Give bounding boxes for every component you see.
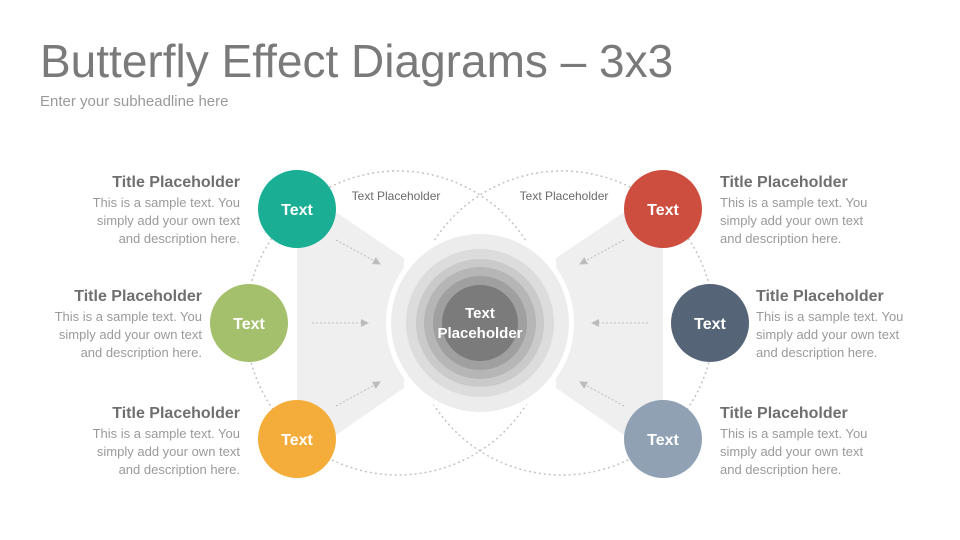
text-block-top-left: Title Placeholder This is a sample text.… <box>30 174 240 248</box>
wing-band-left <box>297 186 404 462</box>
block-line: and description here. <box>118 462 240 477</box>
node-circle-bottom-left <box>258 400 336 478</box>
node-label-bottom-left: Text <box>281 432 313 449</box>
node-label-top-left: Text <box>281 202 313 219</box>
block-line: This is a sample text. You <box>92 426 240 441</box>
wing-band-right <box>556 186 663 462</box>
block-line: simply add your own text <box>58 327 202 342</box>
block-title: Title Placeholder <box>756 288 884 305</box>
slide-subtitle: Enter your subheadline here <box>40 93 229 110</box>
block-title: Title Placeholder <box>720 405 848 422</box>
text-block-top-right: Title Placeholder This is a sample text.… <box>720 174 930 248</box>
block-line: simply add your own text <box>756 327 900 342</box>
block-line: and description here. <box>118 231 240 246</box>
slide-title: Butterfly Effect Diagrams – 3x3 <box>40 35 674 87</box>
center-label-line2: Placeholder <box>437 325 522 342</box>
block-line: and description here. <box>720 462 842 477</box>
block-line: simply add your own text <box>96 444 240 459</box>
center-core <box>442 285 518 361</box>
node-label-mid-right: Text <box>694 316 726 333</box>
block-line: simply add your own text <box>96 213 240 228</box>
center-label-line1: Text <box>465 305 495 322</box>
node-circle-mid-left <box>210 284 288 362</box>
arrow-bottom-right <box>579 381 625 407</box>
block-title: Title Placeholder <box>74 288 202 305</box>
block-title: Title Placeholder <box>112 174 240 191</box>
node-circle-top-right <box>624 170 702 248</box>
block-line: This is a sample text. You <box>54 309 202 324</box>
block-line: This is a sample text. You <box>92 195 240 210</box>
node-circle-top-left <box>258 170 336 248</box>
text-block-mid-right: Title Placeholder This is a sample text.… <box>756 288 956 362</box>
node-label-top-right: Text <box>647 202 679 219</box>
block-line: This is a sample text. You <box>720 195 868 210</box>
node-label-bottom-right: Text <box>647 432 679 449</box>
block-title: Title Placeholder <box>720 174 848 191</box>
node-circle-bottom-right <box>624 400 702 478</box>
block-line: simply add your own text <box>720 213 864 228</box>
text-block-mid-left: Title Placeholder This is a sample text.… <box>0 288 202 362</box>
block-line: and description here. <box>720 231 842 246</box>
block-line: simply add your own text <box>720 444 864 459</box>
center-rings <box>386 229 574 417</box>
node-circle-mid-right <box>671 284 749 362</box>
block-line: and description here. <box>756 345 878 360</box>
arrow-top-right <box>579 239 625 265</box>
arc-label-left: Text Placeholder <box>352 189 441 203</box>
block-title: Title Placeholder <box>112 405 240 422</box>
arrow-bottom-left <box>335 381 381 407</box>
arrow-top-left <box>335 239 381 265</box>
arc-label-right: Text Placeholder <box>520 189 609 203</box>
text-block-bottom-right: Title Placeholder This is a sample text.… <box>720 405 930 479</box>
block-line: and description here. <box>80 345 202 360</box>
text-block-bottom-left: Title Placeholder This is a sample text.… <box>30 405 240 479</box>
node-label-mid-left: Text <box>233 316 265 333</box>
block-line: This is a sample text. You <box>756 309 904 324</box>
block-line: This is a sample text. You <box>720 426 868 441</box>
